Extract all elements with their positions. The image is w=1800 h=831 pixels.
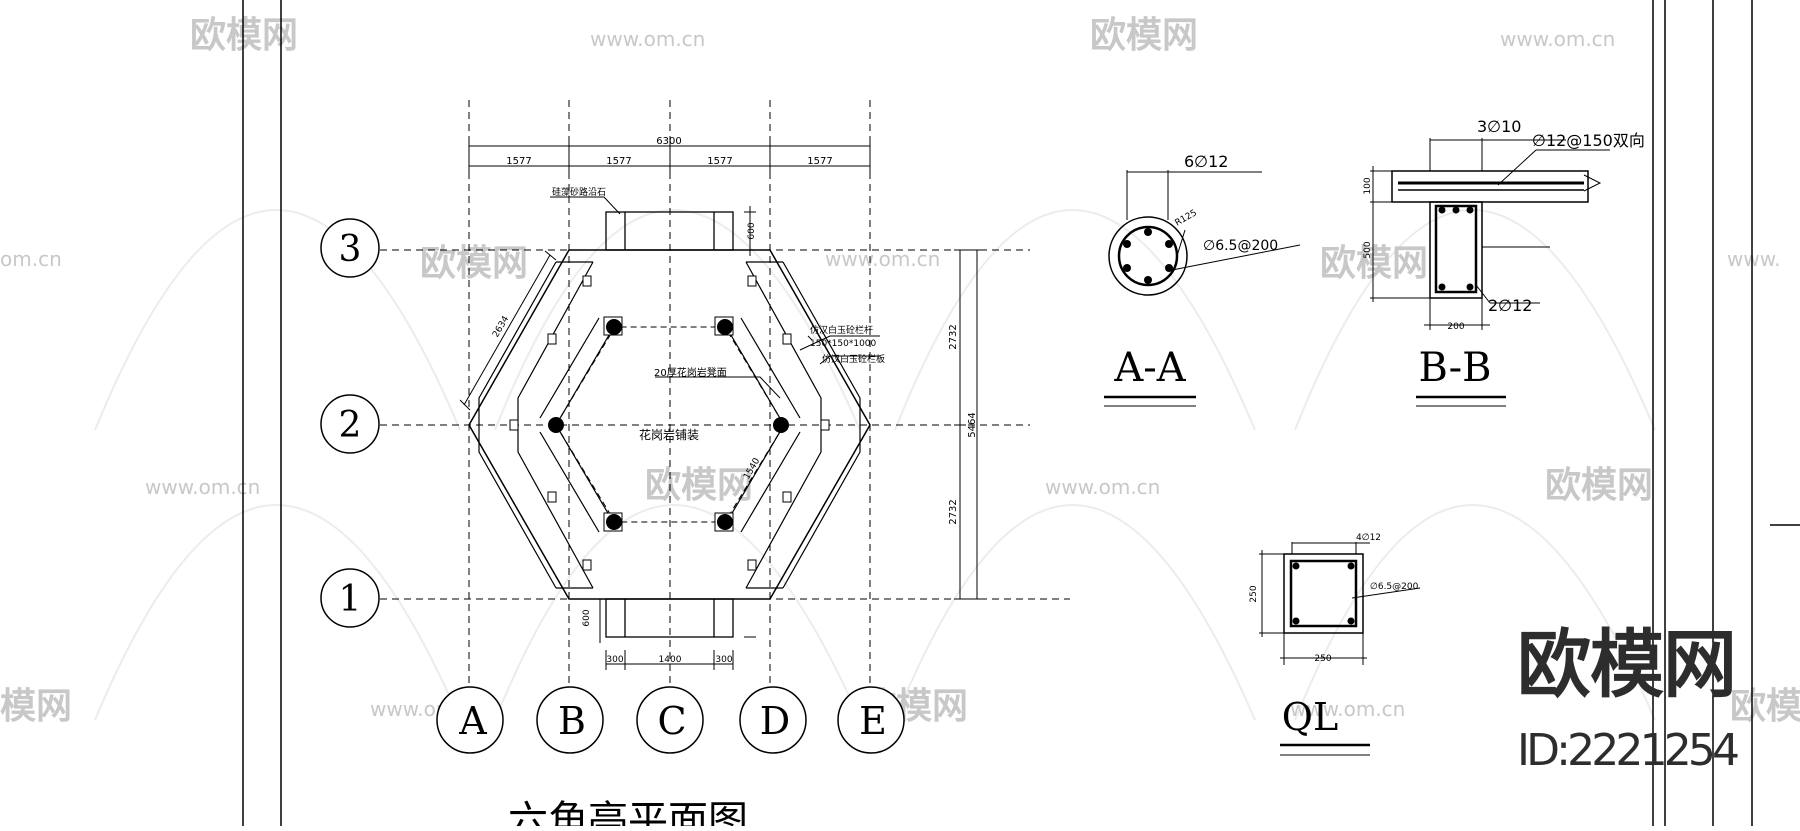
watermark-url: www.om.cn xyxy=(825,247,940,271)
section-ql-stirrup: ∅6.5@200 xyxy=(1370,582,1419,592)
dimension-right-bottom: 2732 xyxy=(948,499,959,524)
watermark-url: www.om.cn xyxy=(145,475,260,499)
row-axis-label: 3 xyxy=(339,229,362,270)
section-ql-rebars xyxy=(1292,562,1355,625)
row-axis-label: 1 xyxy=(339,579,362,620)
label-railing-panel: 仿汉白玉砼栏板 xyxy=(822,353,885,365)
watermark-brand: 欧模网 xyxy=(420,243,528,284)
annotation-leaders xyxy=(550,196,880,399)
watermark-url-fragment: www. xyxy=(1727,247,1781,271)
column-axis-label: A xyxy=(458,699,487,743)
section-a-a xyxy=(1104,170,1301,407)
section-b-b-width-dim: 200 xyxy=(1447,322,1464,332)
row-axis-bubbles xyxy=(320,218,380,628)
column-axis-label: B xyxy=(558,699,586,743)
watermark-brand: 欧模网 xyxy=(1730,686,1800,727)
label-curb-stone: 硅藻砂路沿石 xyxy=(552,186,606,198)
section-b-b-bottom-rebar: 2∅12 xyxy=(1488,296,1532,315)
section-ql-height-dim: 250 xyxy=(1249,585,1259,602)
section-b-b xyxy=(1370,138,1610,407)
dimension-right-top: 2732 xyxy=(948,324,959,349)
dimension-span: 1577 xyxy=(506,156,531,167)
section-b-b-slab-dim: 100 xyxy=(1363,177,1373,194)
section-ql-rebar: 4∅12 xyxy=(1356,533,1381,543)
logo-id-text: ID:2221254 xyxy=(1517,725,1740,776)
dimension-span: 1577 xyxy=(807,156,832,167)
watermark-brand: 欧模网 xyxy=(1320,243,1428,284)
drawing-frame xyxy=(242,0,1800,826)
dimension-span: 1577 xyxy=(606,156,631,167)
pavilion-columns xyxy=(548,316,789,532)
column-marker xyxy=(717,319,733,335)
watermark-brand: 欧模网 xyxy=(1545,465,1653,506)
column-axis-label: C xyxy=(657,699,686,743)
bottom-step-dimension xyxy=(605,650,734,670)
dimension-step-bottom: 600 xyxy=(582,609,592,626)
watermark-url: www.om.cn xyxy=(1500,27,1615,51)
watermark-layer: 欧模网 欧模网 www.om.cn www.om.cn om.cn 欧模网 ww… xyxy=(0,15,1800,727)
column-axis-bubbles xyxy=(436,686,905,754)
label-granite-paving: 花岗岩铺装 xyxy=(639,427,699,442)
section-b-b-title: B-B xyxy=(1418,345,1491,391)
watermark-url: www.om.cn xyxy=(1290,697,1405,721)
column-axis-label: D xyxy=(760,699,790,743)
railing-bands xyxy=(478,261,861,589)
watermark-brand-fragment: 模网 xyxy=(0,686,72,727)
section-a-a-radius: R125 xyxy=(1174,208,1199,228)
right-dimension-chain xyxy=(599,206,983,643)
axis-grid xyxy=(380,100,1070,690)
watermark-url-fragment: om.cn xyxy=(0,247,62,271)
dimension-step-right: 300 xyxy=(715,655,732,665)
watermark-brand: 欧模网 xyxy=(190,15,298,56)
entrance-steps xyxy=(605,211,734,638)
label-granite-bench: 20厚花岗岩凳面 xyxy=(654,366,727,379)
section-b-b-top-rebar: 3∅10 xyxy=(1477,117,1521,136)
dimension-span: 1577 xyxy=(707,156,732,167)
dimension-right-total: 5464 xyxy=(967,412,978,437)
plan-title: 六角亭平面图 xyxy=(508,798,748,826)
column-marker xyxy=(717,514,733,530)
dimension-total: 6300 xyxy=(656,136,681,147)
section-a-a-stirrup: ∅6.5@200 xyxy=(1203,238,1278,254)
row-axis-label: 2 xyxy=(339,405,362,446)
column-marker xyxy=(773,417,789,433)
railing-posts xyxy=(509,275,830,571)
logo-brand-text: 欧模网 xyxy=(1517,622,1737,708)
label-railing-size: 150*150*1000 xyxy=(810,339,877,349)
watermark-brand: 欧模网 xyxy=(1090,15,1198,56)
watermark-url: www.om.cn xyxy=(1045,475,1160,499)
section-b-b-height-dim: 500 xyxy=(1363,241,1373,258)
watermark-brand: 欧模网 xyxy=(645,465,753,506)
brand-logo: 欧模网 ID:2221254 xyxy=(1517,622,1740,776)
column-axis-label: E xyxy=(859,699,887,743)
watermark-url: www.om.cn xyxy=(590,27,705,51)
section-b-b-slab-rebar: ∅12@150双向 xyxy=(1532,131,1645,150)
top-dimension-chain xyxy=(468,140,871,172)
dimension-step-left: 300 xyxy=(606,655,623,665)
dimension-step-top: 600 xyxy=(747,222,757,239)
section-a-a-rebars xyxy=(1123,228,1173,284)
edge-dimension xyxy=(459,250,557,411)
column-marker xyxy=(548,417,564,433)
section-a-a-main-rebar: 6∅12 xyxy=(1184,152,1228,171)
label-railing-post: 仿汉白玉砼栏杆 xyxy=(810,324,873,336)
section-a-a-title: A-A xyxy=(1113,345,1186,391)
section-ql-width-dim: 250 xyxy=(1314,654,1331,664)
section-b-b-rebars xyxy=(1438,206,1474,291)
column-marker xyxy=(606,319,622,335)
column-marker xyxy=(606,514,622,530)
hexagon-outline-outer xyxy=(468,249,871,600)
section-ql xyxy=(1259,542,1421,756)
dimension-step-mid: 1400 xyxy=(659,655,682,665)
section-ql-title: QL xyxy=(1282,695,1338,739)
